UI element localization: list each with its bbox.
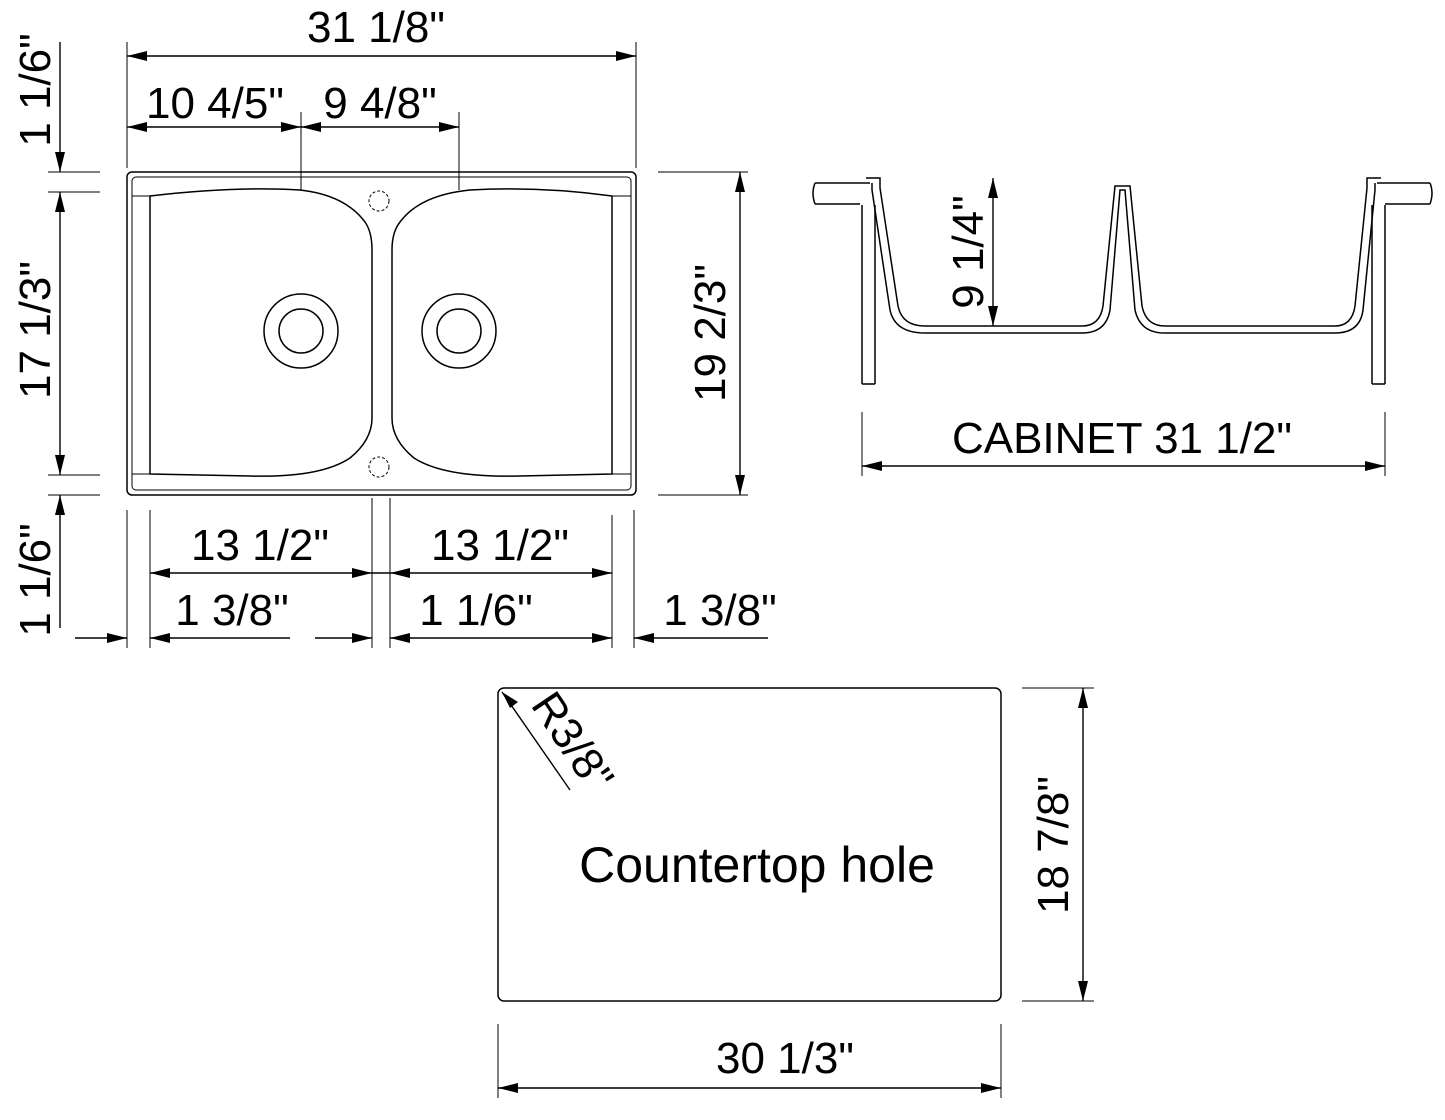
overall-width-label: 31 1/8" [307, 3, 445, 52]
top-view: 31 1/8" 10 4/5" 9 4/8" 1 1/6" 17 1/3" 1 … [11, 3, 777, 648]
side-view: 9 1/4" CABINET 31 1/2" [812, 177, 1433, 476]
bottom-margin-label: 1 1/6" [11, 523, 60, 636]
left-rim-label: 1 3/8" [175, 586, 288, 635]
sink-outer-rim [126, 171, 637, 496]
side-bowl-depth-label: 9 1/4" [944, 195, 993, 308]
left-drain-outer [263, 293, 339, 369]
cutout-width-label: 30 1/3" [716, 1034, 854, 1083]
cutout-height-label: 18 7/8" [1029, 776, 1078, 914]
right-bowl-lip [612, 195, 631, 475]
center-divider-label: 1 1/6" [419, 586, 532, 635]
right-rim-label: 1 3/8" [663, 586, 776, 635]
left-bowl-center-label: 10 4/5" [146, 79, 284, 128]
countertop-left [812, 182, 870, 205]
faucet-hole [368, 190, 390, 212]
right-bowl-width-label: 13 1/2" [431, 521, 569, 570]
countertop-hole-outline [497, 687, 1002, 1002]
sink-inner-rim [131, 176, 632, 491]
sink-section-outer [866, 177, 1381, 327]
bowl-depth-label: 17 1/3" [11, 261, 60, 399]
right-bowl-outline [391, 188, 613, 477]
left-bowl-width-label: 13 1/2" [191, 521, 329, 570]
right-bowl-center-label: 9 4/8" [323, 79, 436, 128]
top-margin-label: 1 1/6" [11, 33, 60, 146]
countertop-hole-label: Countertop hole [579, 837, 935, 893]
right-drain-inner [436, 308, 482, 354]
overflow-hole [368, 456, 390, 478]
overall-height-label: 19 2/3" [686, 264, 735, 402]
right-drain-outer [421, 293, 497, 369]
cutout-view: Countertop hole R3/8" 18 7/8" 30 1/3" [497, 683, 1094, 1098]
sink-section-inner [871, 183, 1376, 334]
left-bowl-lip [132, 195, 150, 475]
cabinet-label: CABINET 31 1/2" [952, 414, 1292, 463]
left-drain-inner [278, 308, 324, 354]
countertop-right [1377, 182, 1433, 205]
left-bowl-outline [149, 188, 373, 477]
